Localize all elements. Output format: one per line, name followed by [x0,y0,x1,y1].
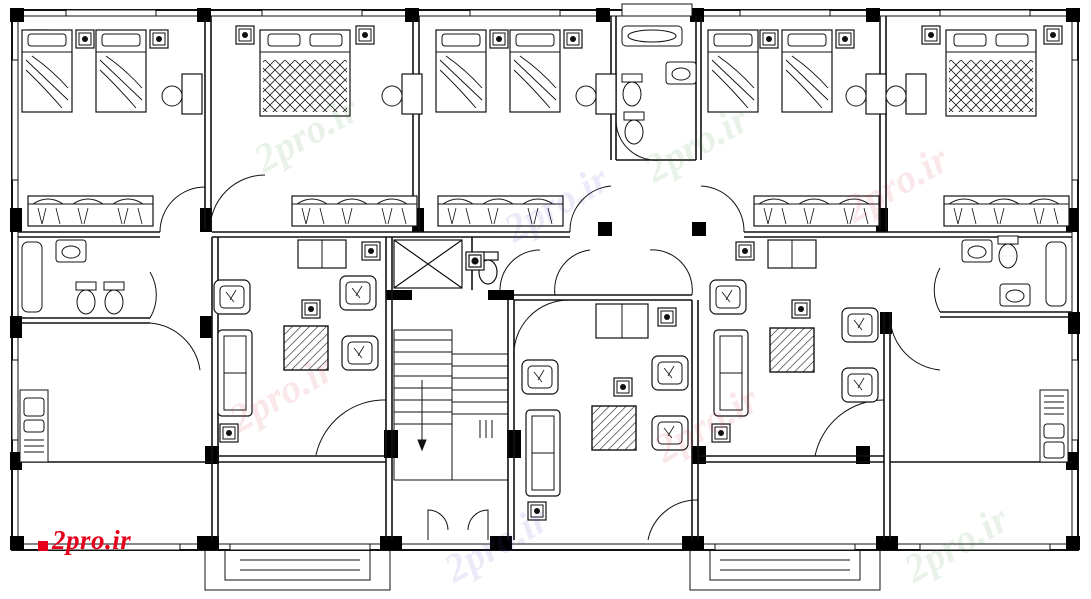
left-living-room [213,239,381,443]
bedroom-3 [435,29,617,227]
center-living-room [521,303,689,521]
bedroom-1 [21,29,203,227]
bedroom-2 [235,25,423,227]
door-swings [149,119,941,541]
facade-windows [11,3,1079,551]
staircase [393,329,509,481]
site-logo[interactable]: 2pro.ir [52,525,132,555]
bedroom-4 [707,29,887,227]
left-kitchen-counter [19,389,49,463]
right-living-room [709,239,879,443]
elevator-shaft [393,239,499,289]
right-kitchen-counter [1039,389,1069,463]
left-bathroom [21,239,125,315]
center-bathroom [621,25,697,145]
bedroom-5 [885,25,1070,227]
right-bathroom [961,235,1067,307]
logo-mark [38,541,48,551]
balcony-railings [204,550,881,591]
